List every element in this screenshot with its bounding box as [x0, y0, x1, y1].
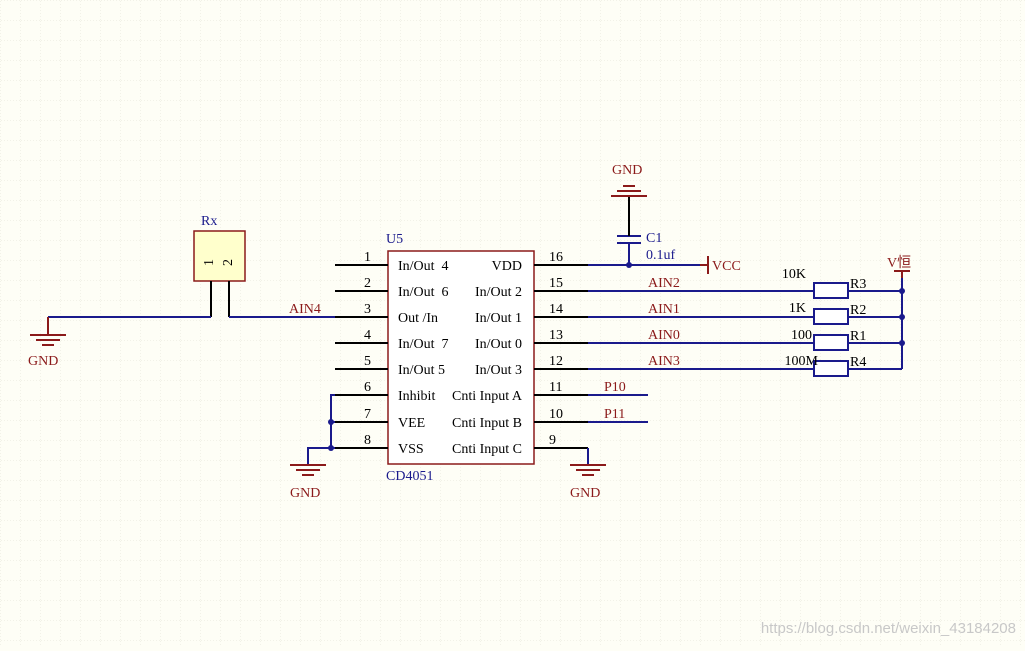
c1-value: 0.1uf — [646, 248, 676, 263]
pin-number: 9 — [549, 433, 556, 448]
gnd-label-bottom-left: GND — [290, 486, 320, 501]
pin-number: 1 — [364, 250, 371, 265]
gnd-symbol-bottom-left: GND — [290, 464, 326, 501]
resistor-r3[interactable]: 10K R3 — [782, 267, 866, 299]
gnd-label-bottom-right: GND — [570, 486, 600, 501]
r2-designator: R2 — [850, 303, 866, 318]
pin-number: 8 — [364, 433, 371, 448]
pin-label: In/Out 5 — [398, 363, 445, 378]
r4-designator: R4 — [850, 355, 866, 370]
pin-label: In/Out 2 — [475, 285, 522, 300]
pin-number: 2 — [364, 276, 371, 291]
r2-value: 1K — [789, 301, 806, 316]
net-label-ain0: AIN0 — [648, 328, 680, 343]
pin-label: VEE — [398, 416, 425, 431]
vcc-label: VCC — [712, 259, 741, 274]
pin-label: In/Out 4 — [398, 259, 449, 274]
r1-value: 100 — [791, 328, 812, 343]
rx-designator: Rx — [201, 214, 217, 229]
pin-number: 5 — [364, 354, 371, 369]
gnd-label-top: GND — [612, 163, 642, 178]
u5-body — [387, 250, 535, 465]
junction-dot — [899, 288, 905, 294]
junction-dot — [899, 314, 905, 320]
r3-designator: R3 — [850, 277, 866, 292]
capacitor-c1[interactable]: C1 0.1uf — [617, 196, 676, 265]
pin-label: In/Out 0 — [475, 337, 522, 352]
pin-label: VSS — [398, 442, 424, 457]
pin-label: Cnti Input A — [452, 389, 523, 404]
r4-value: 100M — [785, 354, 819, 369]
net-label-p11: P11 — [604, 407, 625, 422]
pin-number: 12 — [549, 354, 563, 369]
pin-label: VDD — [492, 259, 522, 274]
pin-label: Out /In — [398, 311, 438, 326]
junction-dot — [328, 419, 334, 425]
pin-number: 3 — [364, 302, 371, 317]
rx-component[interactable]: Rx 1 2 — [193, 214, 246, 317]
resistor-r4[interactable]: 100M R4 — [785, 354, 867, 377]
pin-number: 11 — [549, 380, 562, 395]
pin-number: 16 — [549, 250, 563, 265]
net-label-ain4: AIN4 — [289, 302, 321, 317]
pin-label: Inhibit — [398, 389, 435, 404]
gnd-symbol-left: GND — [28, 317, 66, 369]
junction-dot — [328, 445, 334, 451]
pin-number: 6 — [364, 380, 371, 395]
u5-chip[interactable]: U5 CD4051 1 2 3 4 5 6 7 8 In/Out 4 In/Ou… — [335, 232, 588, 484]
pin-label: In/Out 6 — [398, 285, 449, 300]
pin-number: 7 — [364, 407, 371, 422]
gnd-symbol-bottom-right: GND — [570, 464, 606, 501]
watermark-text: https://blog.csdn.net/weixin_43184208 — [761, 620, 1016, 637]
vconst-label: V恒 — [887, 255, 911, 271]
rx-pin2-label: 2 — [221, 259, 236, 266]
resistor-r2[interactable]: 1K R2 — [789, 301, 866, 325]
pin-number: 13 — [549, 328, 563, 343]
pin-label: In/Out 1 — [475, 311, 522, 326]
pin-label: In/Out 3 — [475, 363, 522, 378]
net-label-p10: P10 — [604, 380, 626, 395]
gnd-label-left: GND — [28, 354, 58, 369]
rx-body — [193, 230, 246, 282]
u5-part-number: CD4051 — [386, 469, 433, 484]
pin-number: 15 — [549, 276, 563, 291]
net-label-ain1: AIN1 — [648, 302, 680, 317]
r1-designator: R1 — [850, 329, 866, 344]
vcc-port: VCC — [700, 256, 741, 274]
pin-number: 14 — [549, 302, 563, 317]
r3-value: 10K — [782, 267, 806, 282]
gnd-symbol-top: GND — [611, 163, 647, 197]
net-label-ain2: AIN2 — [648, 276, 680, 291]
vconst-port: V恒 — [887, 255, 911, 278]
u5-designator: U5 — [386, 232, 403, 247]
pin-label: In/Out 7 — [398, 337, 449, 352]
junction-dot — [899, 340, 905, 346]
net-label-ain3: AIN3 — [648, 354, 680, 369]
pin-number: 10 — [549, 407, 563, 422]
pin-number: 4 — [364, 328, 371, 343]
rx-pin1-label: 1 — [202, 259, 217, 266]
resistor-r1[interactable]: 100 R1 — [791, 328, 866, 351]
c1-designator: C1 — [646, 231, 662, 246]
wire-vss-gnd[interactable] — [307, 447, 331, 465]
pin-label: Cnti Input B — [452, 416, 522, 431]
pin-label: Cnti Input C — [452, 442, 522, 457]
